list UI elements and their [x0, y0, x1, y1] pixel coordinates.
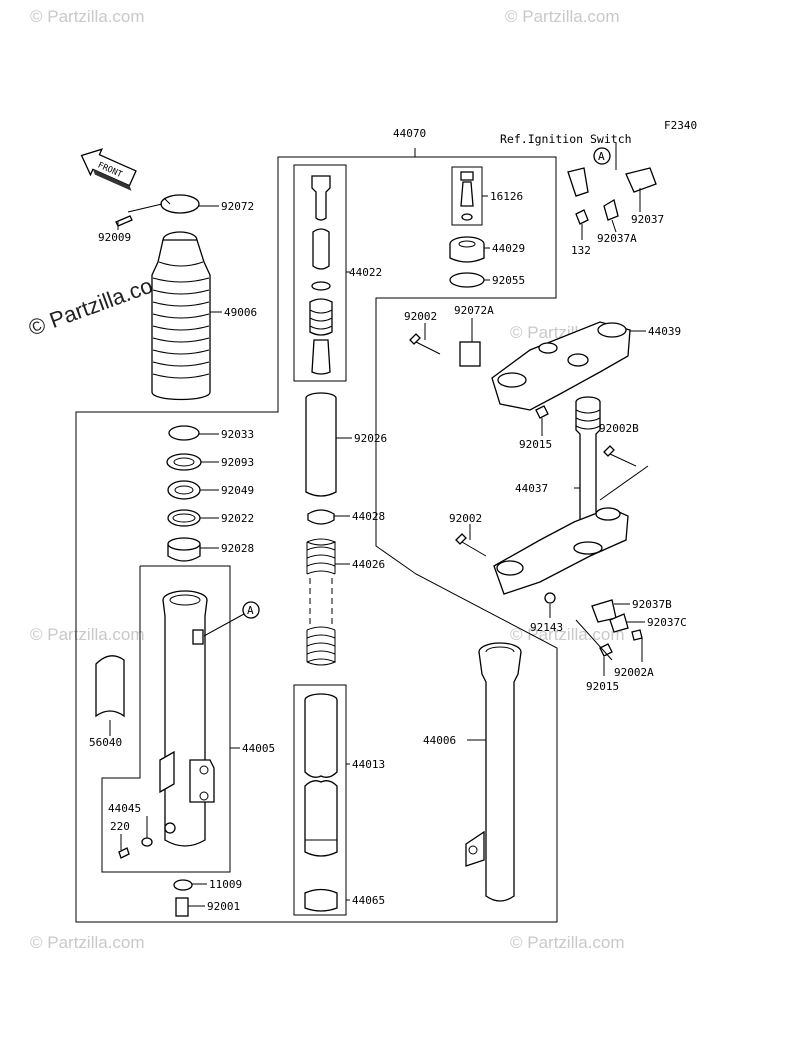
label-92022: 92022 — [221, 512, 254, 525]
label-44039: 44039 — [648, 325, 681, 338]
label-92002B: 92002B — [599, 422, 639, 435]
label-92037: 92037 — [631, 213, 664, 226]
label-92093: 92093 — [221, 456, 254, 469]
label-92037B: 92037B — [632, 598, 672, 611]
label-92072A: 92072A — [454, 304, 494, 317]
figure-code: F2340 — [664, 119, 697, 132]
label-16126: 16126 — [490, 190, 523, 203]
label-11009: 11009 — [209, 878, 242, 891]
watermark-text: © Partzilla.com — [30, 7, 145, 26]
label-92028: 92028 — [221, 542, 254, 555]
upper-triple-clamp — [409, 321, 631, 419]
watermark-bold: © Partzilla.com — [25, 267, 173, 341]
label-92033: 92033 — [221, 428, 254, 441]
label-44070: 44070 — [393, 127, 426, 140]
label-44005: 44005 — [242, 742, 275, 755]
watermark-text: © Partzilla.com — [505, 7, 620, 26]
watermark-text: © Partzilla.com — [30, 625, 145, 644]
assembly-boxes — [75, 148, 558, 923]
damper-rod-parts — [309, 175, 333, 375]
label-44065: 44065 — [352, 894, 385, 907]
watermark-text: © Partzilla.com — [510, 933, 625, 952]
label-92001: 92001 — [207, 900, 240, 913]
lower-bracket-parts — [544, 592, 643, 657]
label-44037: 44037 — [515, 482, 548, 495]
label-92037C: 92037C — [647, 616, 687, 629]
steering-stem — [455, 396, 637, 595]
front-arrow-icon: FRONT — [80, 148, 137, 191]
label-92015-bot: 92015 — [586, 680, 619, 693]
label-44026: 44026 — [352, 558, 385, 571]
label-44022: 44022 — [349, 266, 382, 279]
callout-a-left: A — [247, 604, 254, 617]
label-49006: 49006 — [224, 306, 257, 319]
ignition-bracket-parts: A — [567, 147, 657, 225]
inner-tube — [304, 693, 338, 912]
label-44029: 44029 — [492, 242, 525, 255]
outer-tube-right — [465, 642, 522, 902]
callout-a-top: A — [598, 150, 605, 163]
label-92002-top: 92002 — [404, 310, 437, 323]
label-92009: 92009 — [98, 231, 131, 244]
spring-parts — [305, 392, 337, 666]
label-92002A: 92002A — [614, 666, 654, 679]
watermark-text: © Partzilla.com — [30, 933, 145, 952]
leader-lines — [109, 143, 649, 907]
label-44045: 44045 — [108, 802, 141, 815]
label-92002-mid: 92002 — [449, 512, 482, 525]
label-92015-top: 92015 — [519, 438, 552, 451]
label-44028: 44028 — [352, 510, 385, 523]
label-132: 132 — [571, 244, 591, 257]
outer-tube-left — [95, 590, 215, 917]
label-220: 220 — [110, 820, 130, 833]
label-92143: 92143 — [530, 621, 563, 634]
fork-boot-group — [115, 194, 211, 401]
cap-parts — [449, 171, 485, 288]
part-labels: 44070 92072 92009 49006 44022 16126 4402… — [89, 127, 687, 913]
label-92072: 92072 — [221, 200, 254, 213]
label-92055: 92055 — [492, 274, 525, 287]
label-92049: 92049 — [221, 484, 254, 497]
label-44006: 44006 — [423, 734, 456, 747]
label-92026: 92026 — [354, 432, 387, 445]
label-56040: 56040 — [89, 736, 122, 749]
label-44013: 44013 — [352, 758, 385, 771]
seal-stack — [166, 425, 202, 562]
label-92037A: 92037A — [597, 232, 637, 245]
watermark-text: © Partzilla.com — [510, 625, 625, 644]
ref-ignition-note: Ref.Ignition Switch — [500, 132, 632, 146]
